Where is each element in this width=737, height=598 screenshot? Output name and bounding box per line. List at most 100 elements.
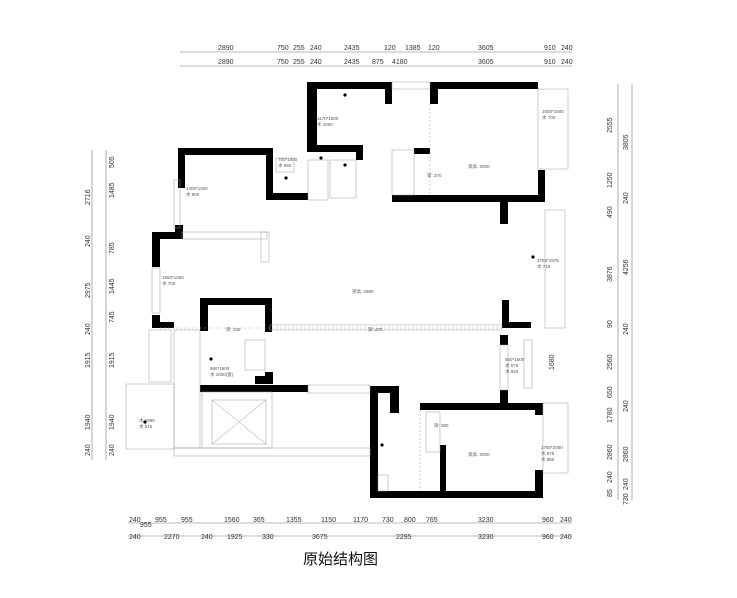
label-r3a: 700*1600	[278, 157, 298, 162]
dim-top-7: 1385	[405, 45, 421, 52]
dim-top2-3: 255	[293, 59, 305, 66]
label-r8b: 水 675	[541, 450, 555, 456]
dim-left2-2: 240	[85, 235, 92, 247]
dim-bottom-5: 1560	[224, 517, 240, 524]
dim-left-2: 1485	[109, 182, 116, 198]
label-b4: 梁: 390	[434, 422, 449, 429]
dim-bottom-12: 765	[426, 517, 438, 524]
dim-right-6: 2560	[607, 354, 614, 370]
label-h2: 梁高: 2980	[352, 288, 374, 295]
shaft-box	[201, 391, 273, 449]
dim-top2-4: 240	[310, 59, 322, 66]
dim-right-10: 240	[607, 471, 614, 483]
top-dimension-chain: 2890 750 255 240 2435 120 1385 120 3605 …	[180, 45, 573, 67]
label-r9b: 水 1000(窗)	[210, 371, 234, 378]
dim-top-2: 750	[277, 45, 289, 52]
dim-right-7: 650	[607, 386, 614, 398]
dim-top-9: 3605	[478, 45, 494, 52]
dim-bottom2-8: 3230	[478, 534, 494, 541]
dim-top-6: 120	[384, 45, 396, 52]
label-b5: 梁: 345	[226, 326, 241, 333]
dim-left-3: 785	[109, 242, 116, 254]
dim-bottom2-7: 2295	[396, 534, 412, 541]
dim-top-3: 255	[293, 45, 305, 52]
dim-right2-8: 730	[623, 493, 630, 505]
label-b2: 梁: 270	[368, 326, 383, 333]
label-r10b: 水 615	[139, 423, 153, 429]
dim-right-2: 1250	[607, 172, 614, 188]
label-r10a: 水 1995	[139, 417, 155, 423]
dim-left2-7: 240	[85, 444, 92, 456]
dim-bottom2-3: 240	[201, 534, 213, 541]
dim-bottom-15: 240	[560, 517, 572, 524]
label-r5b: 水 700	[542, 114, 556, 120]
dim-right2-2: 240	[623, 192, 630, 204]
dim-bottom2-4: 1925	[227, 534, 243, 541]
dim-top-10: 910	[544, 45, 556, 52]
thin-outlines	[125, 81, 569, 492]
label-r3b: 水 950	[278, 162, 292, 168]
dim-bottom2-9: 960	[542, 534, 554, 541]
dim-left2-5: 1915	[85, 352, 92, 368]
dim-bottom-2: 955	[155, 517, 167, 524]
dim-misc: 1680	[549, 354, 556, 370]
dim-top2-7: 4180	[392, 59, 408, 66]
dim-bottom2-10: 240	[560, 534, 572, 541]
drawing-title: 原始结构图	[303, 550, 379, 568]
dim-left-8: 240	[109, 444, 116, 456]
dim-bottom-8: 1150	[321, 517, 336, 524]
dim-bottom2-6: 3675	[312, 534, 328, 541]
dim-right2-7: 240	[623, 478, 630, 490]
label-r4a: 1560*1650	[162, 275, 184, 280]
dim-bottom-6: 365	[253, 517, 265, 524]
dim-left-4: 1445	[109, 278, 116, 294]
dim-top-5: 2435	[344, 45, 360, 52]
dim-top2-2: 750	[277, 59, 289, 66]
label-r6b: 水 710	[537, 263, 551, 269]
dim-left2-1: 2716	[85, 189, 92, 205]
dim-top2-6: 875	[372, 59, 384, 66]
dim-right2-5: 240	[623, 400, 630, 412]
dim-top2-9: 910	[544, 59, 556, 66]
dim-right-5: 90	[607, 320, 614, 328]
structural-walls	[152, 82, 545, 498]
dim-left-5: 745	[109, 311, 116, 323]
dim-bottom-4: 955	[140, 522, 152, 529]
label-r2a: 1400*1500	[186, 186, 208, 191]
dim-right-9: 2860	[607, 444, 614, 460]
room-annotations: 1170*1600 水 1000 1400*1500 水 900 700*160…	[139, 109, 564, 462]
dim-right2-6: 2860	[623, 446, 630, 462]
label-r4b: 水 700	[162, 280, 176, 286]
label-r8c: 水 950	[541, 456, 555, 462]
dim-bottom-7: 1355	[286, 517, 302, 524]
dim-top-1: 2890	[218, 45, 234, 52]
dim-left2-3: 2975	[85, 282, 92, 298]
fixture-dots	[143, 93, 535, 447]
left-dimension-chain: 505 1485 785 1445 745 1915 1940 240 2716…	[85, 150, 116, 460]
label-r1a: 1170*1600	[317, 116, 339, 121]
dim-top2-10: 240	[561, 59, 573, 66]
dim-top-11: 240	[561, 45, 573, 52]
dim-left-6: 1915	[109, 352, 116, 368]
dim-top-4: 240	[310, 45, 322, 52]
dim-right-3: 490	[607, 206, 614, 218]
label-b1: 梁: 370	[427, 172, 442, 179]
dim-top-8: 120	[428, 45, 440, 52]
dim-right-11: 85	[607, 489, 614, 497]
dim-right2-1: 3805	[623, 134, 630, 150]
dim-bottom2-1: 240	[129, 534, 141, 541]
label-r9a: 560*1600	[210, 366, 230, 371]
dim-left2-4: 240	[85, 323, 92, 335]
label-h1: 梁高: 3000	[468, 163, 490, 170]
label-r5a: 2000*1600	[542, 109, 564, 114]
dim-top2-1: 2890	[218, 59, 234, 66]
dim-left-1: 505	[109, 156, 116, 168]
label-r8a: 1750*2000	[541, 445, 563, 450]
dim-right-4: 3876	[607, 266, 614, 282]
right-dimension-chain: 2555 1250 490 3876 90 2560 650 1780 2860…	[549, 84, 633, 505]
dim-right2-4: 240	[623, 323, 630, 335]
label-r2b: 水 900	[186, 191, 200, 197]
dim-bottom-1: 240	[129, 517, 141, 524]
dim-right-8: 1780	[607, 407, 614, 423]
